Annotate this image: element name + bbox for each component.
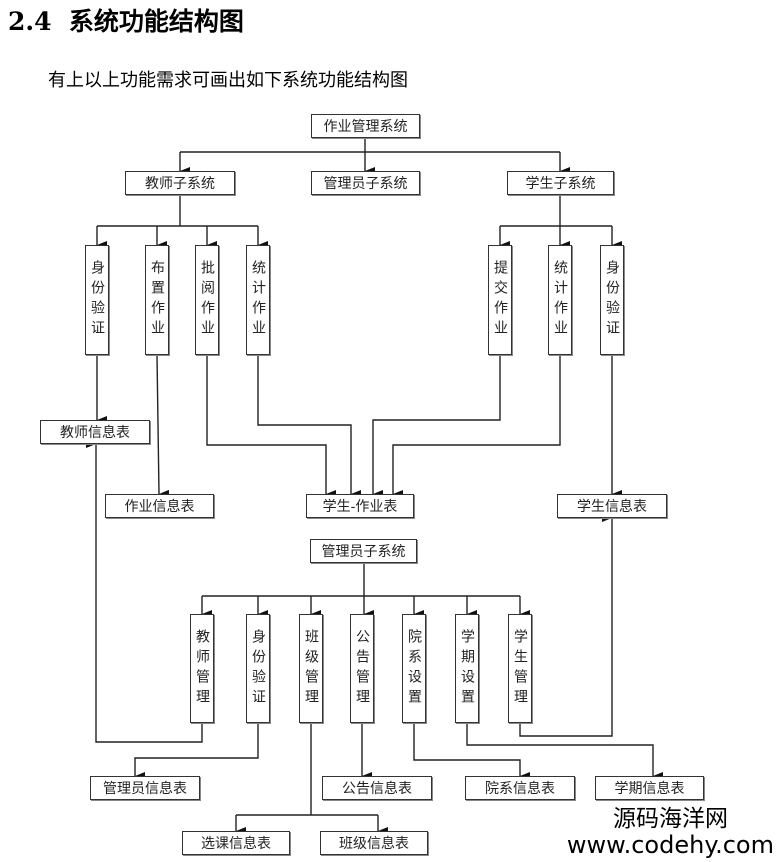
intro-paragraph: 有上以上功能需求可画出如下系统功能结构图: [48, 70, 408, 91]
teacher-func-box: 身份验证: [85, 245, 109, 355]
teacher-func-box: 批阅作业: [195, 245, 219, 355]
course-select-table-box: 选课信息表: [182, 831, 290, 855]
section-heading: 2.4 系统功能结构图: [8, 2, 244, 38]
notice-info-table-box: 公告信息表: [322, 776, 432, 800]
teacher-info-table-box: 教师信息表: [40, 420, 150, 444]
student-func-box: 身份验证: [600, 245, 624, 355]
admin-func-box: 身份验证: [246, 614, 270, 723]
admin-func-box: 班级管理: [299, 614, 323, 723]
admin-subsystem-box: 管理员子系统: [311, 171, 420, 195]
student-func-box: 提交作业: [488, 245, 512, 355]
term-info-table-box: 学期信息表: [595, 776, 704, 800]
section-title: 系统功能结构图: [68, 7, 244, 36]
dept-info-table-box: 院系信息表: [465, 776, 575, 800]
admin-info-table-box: 管理员信息表: [90, 776, 200, 800]
class-info-table-box: 班级信息表: [320, 831, 428, 855]
admin-func-box: 公告管理: [350, 614, 374, 723]
homework-info-table-box: 作业信息表: [105, 494, 214, 518]
site-watermark: 源码海洋网 www.codehy.com: [567, 806, 774, 858]
teacher-func-box: 布置作业: [145, 245, 169, 355]
student-info-table-box: 学生信息表: [557, 494, 667, 518]
teacher-func-box: 统计作业: [246, 245, 270, 355]
watermark-name: 源码海洋网: [612, 806, 728, 832]
admin-subsystem-root-box: 管理员子系统: [310, 539, 417, 563]
student-subsystem-box: 学生子系统: [507, 171, 614, 195]
root-system-box: 作业管理系统: [311, 114, 420, 138]
admin-func-box: 院系设置: [402, 614, 426, 723]
student-func-box: 统计作业: [548, 245, 572, 355]
section-number: 2.4: [8, 7, 52, 36]
student-homework-table-box: 学生-作业表: [306, 494, 414, 518]
watermark-url: www.codehy.com: [566, 831, 774, 859]
admin-func-box: 教师管理: [190, 614, 214, 723]
admin-func-box: 学生管理: [508, 614, 532, 723]
admin-func-box: 学期设置: [455, 614, 479, 723]
teacher-subsystem-box: 教师子系统: [125, 171, 235, 195]
